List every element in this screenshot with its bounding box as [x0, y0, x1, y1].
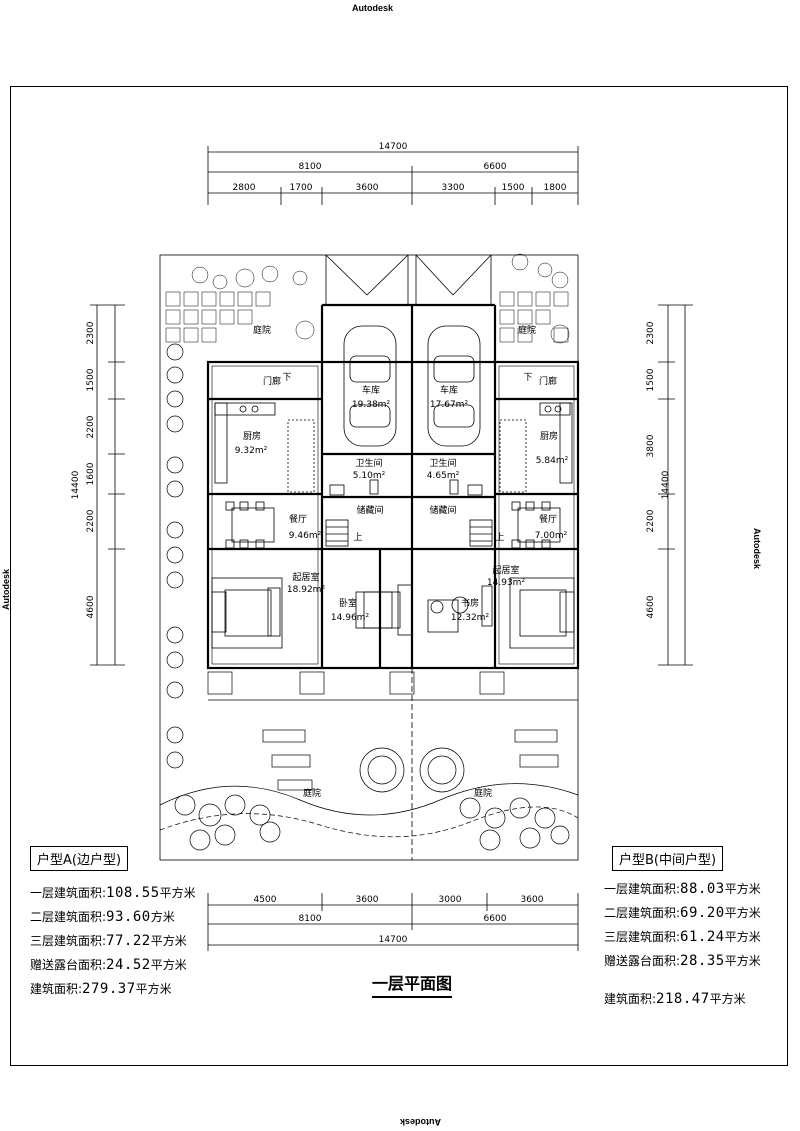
dining-sets	[225, 501, 561, 549]
drawing-frame	[10, 86, 788, 1066]
dim-left-part-1: 2300	[86, 321, 96, 344]
dim-left-part-3: 2200	[86, 415, 96, 438]
label-up-left: 上	[353, 532, 362, 543]
dim-right-total: 14400	[661, 470, 671, 499]
label-garden-top-left: 庭院	[253, 324, 271, 336]
unit-b-line-2: 二层建筑面积:69.20平方米	[604, 905, 761, 921]
garages	[325, 254, 492, 447]
label-porch-right: 门廊	[539, 375, 557, 387]
dim-bottom-total: 14700	[379, 935, 408, 945]
dim-right-part-5: 4600	[646, 595, 656, 618]
dim-top-part-1: 2800	[233, 183, 256, 193]
dim-top-right: 6600	[484, 162, 507, 172]
dim-top-part-6: 1800	[544, 183, 567, 193]
dim-left-total: 14400	[71, 470, 81, 499]
label-study: 书房	[461, 597, 479, 609]
dim-top-part-3: 3600	[356, 183, 379, 193]
label-bath-right-area: 4.65m²	[427, 471, 460, 481]
label-down-right: 下	[523, 373, 532, 383]
label-dining-left-area: 9.46m²	[289, 531, 322, 541]
label-dining-right: 餐厅	[539, 513, 557, 525]
kitchen-fixtures	[214, 402, 573, 493]
dim-top-left: 8100	[299, 162, 322, 172]
label-garage-right-area: 17.67m²	[430, 400, 469, 410]
label-garage-left-area: 19.38m²	[352, 400, 391, 410]
label-bath-right: 卫生间	[429, 457, 456, 469]
label-study-area: 12.32m²	[451, 613, 490, 623]
stairs	[325, 519, 493, 547]
dim-bottom-part-1: 4500	[254, 895, 277, 905]
dim-top-part-4: 3300	[442, 183, 465, 193]
watermark-top: Autodesk	[352, 3, 394, 13]
label-bedroom-area: 14.96m²	[331, 613, 370, 623]
label-garden-bottom-right: 庭院	[474, 787, 492, 799]
bathroom-fixtures	[329, 479, 483, 496]
dim-right-part-3: 3800	[646, 434, 656, 457]
unit-a-panel: 户型A(边户型) 一层建筑面积:108.55平方米 二层建筑面积:93.60方米…	[30, 846, 196, 1001]
bottom-garden	[159, 671, 579, 851]
label-garden-top-right: 庭院	[518, 324, 536, 336]
top-garden-paving	[165, 253, 570, 344]
label-kitchen-right-area: 5.84m²	[536, 456, 569, 466]
unit-a-line-3: 三层建筑面积:77.22平方米	[30, 933, 187, 949]
dim-bottom-part-4: 3600	[521, 895, 544, 905]
label-storage-left: 储藏间	[356, 504, 383, 516]
unit-b-line-3: 三层建筑面积:61.24平方米	[604, 929, 761, 945]
unit-b-line-1: 一层建筑面积:88.03平方米	[604, 881, 761, 897]
dim-left-part-5: 2200	[86, 509, 96, 532]
label-kitchen-right: 厨房	[540, 430, 558, 442]
house-walls	[206, 303, 580, 670]
unit-a-line-2: 二层建筑面积:93.60方米	[30, 909, 175, 925]
side-shrubs	[166, 343, 184, 769]
label-up-right: 上	[495, 532, 504, 543]
label-bedroom: 卧室	[339, 597, 357, 609]
dim-left-part-4: 1600	[86, 462, 96, 485]
label-bath-left: 卫生间	[355, 457, 382, 469]
label-living-right-area: 14.93m²	[487, 578, 526, 588]
unit-b-panel: 户型B(中间户型) 一层建筑面积:88.03平方米 二层建筑面积:69.20平方…	[604, 846, 761, 1011]
unit-b-line-5: 建筑面积:218.47平方米	[604, 991, 746, 1007]
label-dining-right-area: 7.00m²	[535, 531, 568, 541]
dim-bottom-part-2: 3600	[356, 895, 379, 905]
unit-a-title: 户型A(边户型)	[30, 846, 129, 871]
bottom-dimension-lines	[207, 893, 579, 951]
dim-right-part-2: 1500	[646, 368, 656, 391]
left-dimension-lines	[90, 304, 125, 666]
dim-bottom-right: 6600	[484, 914, 507, 924]
label-living-right: 起居室	[492, 564, 519, 576]
label-kitchen-left-area: 9.32m²	[235, 446, 268, 456]
label-kitchen-left: 厨房	[243, 430, 261, 442]
unit-a-line-5: 建筑面积:279.37平方米	[30, 981, 172, 997]
right-dimension-lines	[658, 304, 693, 666]
unit-a-line-1: 一层建筑面积:108.55平方米	[30, 885, 196, 901]
label-down-left: 下	[282, 373, 291, 383]
dim-right-part-4: 2200	[646, 509, 656, 532]
top-dimension-lines	[207, 146, 579, 205]
dim-left-part-6: 4600	[86, 595, 96, 618]
label-dining-left: 餐厅	[289, 513, 307, 525]
floor-plan-title: 一层平面图	[372, 970, 453, 998]
unit-b-line-4: 赠送露台面积:28.35平方米	[604, 953, 761, 969]
dim-left-part-2: 1500	[86, 368, 96, 391]
dim-top-total: 14700	[379, 142, 408, 152]
dim-top-part-5: 1500	[502, 183, 525, 193]
unit-b-title: 户型B(中间户型)	[612, 846, 724, 871]
label-living-left-area: 18.92m²	[287, 585, 326, 595]
label-garden-bottom-left: 庭院	[303, 787, 321, 799]
bedroom-study-furniture	[355, 584, 493, 636]
dim-right-part-1: 2300	[646, 321, 656, 344]
label-garage-right: 车库	[440, 384, 458, 396]
dim-bottom-left: 8100	[299, 914, 322, 924]
unit-a-line-4: 赠送露台面积:24.52平方米	[30, 957, 187, 973]
dim-bottom-part-3: 3000	[439, 895, 462, 905]
label-living-left: 起居室	[292, 571, 319, 583]
site-boundary	[159, 254, 579, 861]
label-porch-left: 门廊	[263, 375, 281, 387]
label-garage-left: 车库	[362, 384, 380, 396]
living-room-furniture	[211, 577, 575, 649]
label-bath-left-area: 5.10m²	[353, 471, 386, 481]
dim-top-part-2: 1700	[290, 183, 313, 193]
label-storage-right: 储藏间	[429, 504, 456, 516]
